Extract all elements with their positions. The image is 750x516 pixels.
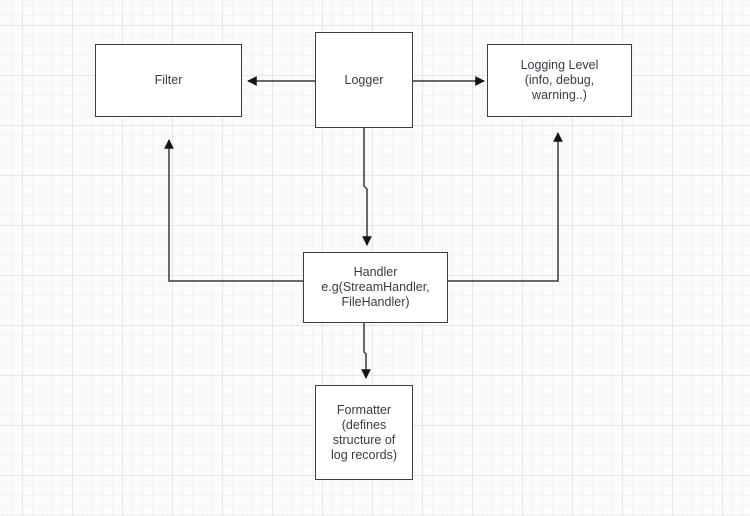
connector-handler-to-logging-level[interactable] bbox=[448, 132, 563, 282]
connector-handler-to-formatter[interactable] bbox=[361, 323, 371, 379]
node-logger-label: Logger bbox=[344, 72, 384, 87]
node-filter[interactable]: Filter bbox=[95, 44, 242, 117]
node-formatter[interactable]: Formatter (defines structure of log reco… bbox=[315, 385, 413, 480]
node-handler-label: Handler e.g(StreamHandler, FileHandler) bbox=[321, 265, 430, 309]
node-logging-level[interactable]: Logging Level (info, debug, warning..) bbox=[487, 44, 632, 117]
node-formatter-label: Formatter (defines structure of log reco… bbox=[331, 402, 397, 462]
node-handler[interactable]: Handler e.g(StreamHandler, FileHandler) bbox=[303, 252, 448, 323]
node-logging-level-label: Logging Level (info, debug, warning..) bbox=[520, 58, 599, 102]
node-logger[interactable]: Logger bbox=[315, 32, 413, 128]
connector-handler-to-filter[interactable] bbox=[164, 139, 303, 282]
node-filter-label: Filter bbox=[154, 73, 183, 87]
connector-logger-to-handler[interactable] bbox=[362, 128, 372, 246]
